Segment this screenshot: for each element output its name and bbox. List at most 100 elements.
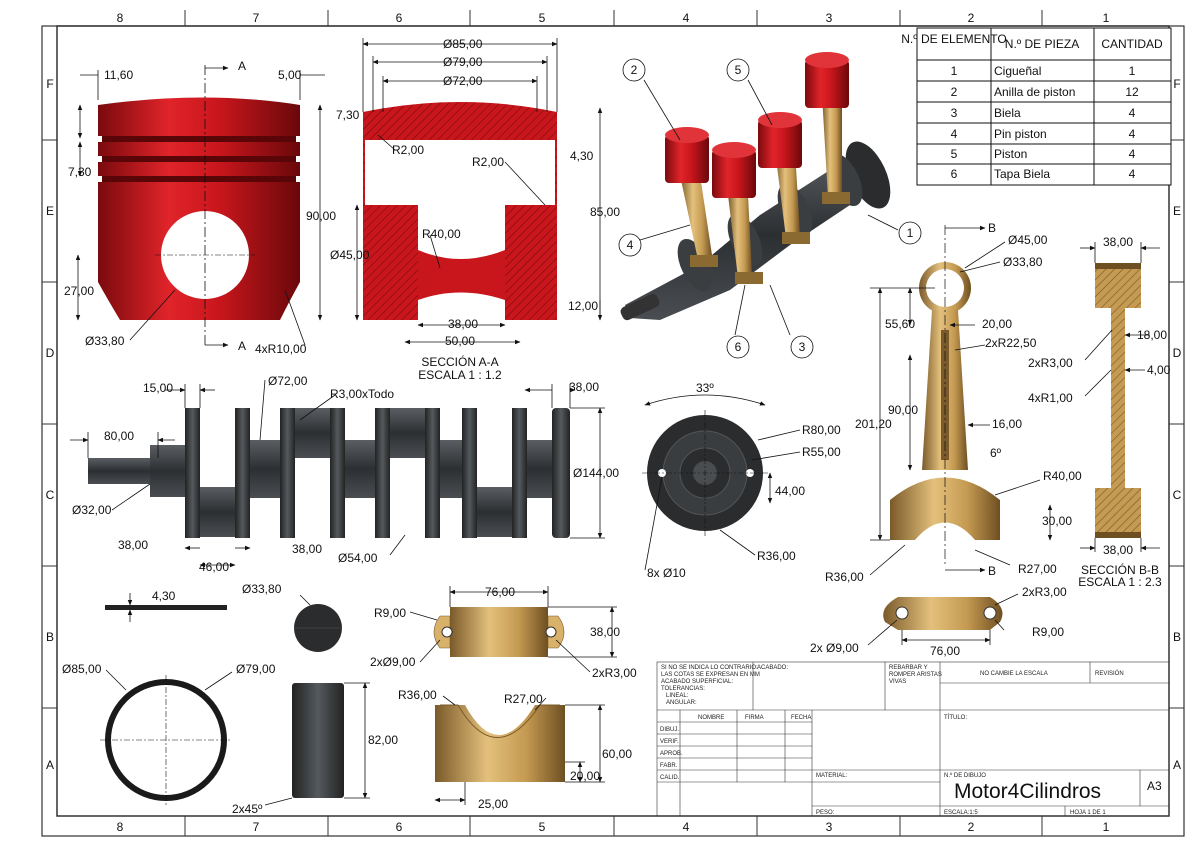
rod-cap-labels: 2xR3,00 R9,00 2x Ø9,00 76,00 <box>810 585 1067 658</box>
tb-note: LAS COTAS SE EXPRESAN EN MM <box>661 672 760 678</box>
dim-label: 18,00 <box>1137 328 1167 342</box>
dim-label: R27,00 <box>1018 562 1057 576</box>
tb-note: TOLERANCIAS: <box>661 686 705 692</box>
grid-col-label: 3 <box>826 820 833 834</box>
bom-cell: 4 <box>1129 167 1136 181</box>
grid-col-label: 1 <box>1103 820 1110 834</box>
dim-label: Ø85,00 <box>443 37 483 51</box>
tb-row: APROB. <box>660 751 683 757</box>
dim-label: 15,00 <box>143 381 173 395</box>
dim-label: 20,00 <box>982 317 1012 331</box>
bearing-cap-front-view <box>435 704 565 782</box>
tb-row: VERIF. <box>660 739 679 745</box>
section-aa-caption: SECCIÓN A-A <box>421 354 498 369</box>
piston-dim-labels: 11,60 5,00 7,30 90,00 27,00 Ø33,80 4xR10… <box>64 59 336 356</box>
balloon-numbers: 2 5 4 6 3 1 <box>627 63 914 354</box>
grid-row-label: E <box>1173 204 1181 218</box>
bearing-cap-top-view <box>433 607 565 657</box>
dim-label: 5,00 <box>278 68 302 82</box>
tb-peso: PESO: <box>816 810 835 816</box>
dim-label: 12,00 <box>568 299 598 313</box>
grid-ticks <box>42 10 1184 836</box>
section-aa-labels: Ø85,00 Ø79,00 Ø72,00 7,30 R2,00 R2,00 4,… <box>330 37 620 382</box>
dim-label: R27,00 <box>504 692 543 706</box>
bom-cell: 6 <box>951 167 958 181</box>
rod-cap-view <box>883 597 1003 630</box>
dim-label: 6º <box>990 446 1002 460</box>
dim-label: 38,00 <box>590 625 620 639</box>
section-bb-view <box>1095 263 1141 538</box>
bom-cell: 4 <box>1129 127 1136 141</box>
bom-cell: 12 <box>1125 85 1139 99</box>
dim-label: 38,00 <box>1103 543 1133 557</box>
connecting-rod-view <box>890 225 1000 565</box>
ring-dimensions <box>105 593 233 691</box>
dim-label: 76,00 <box>485 585 515 599</box>
balloon-label: 4 <box>627 238 634 252</box>
tb-material: MATERIAL: <box>816 773 848 779</box>
piston-ring-view <box>100 605 232 805</box>
dim-label: 55,60 <box>885 317 915 331</box>
dim-label: Ø45,00 <box>330 248 370 262</box>
tb-row: DIBUJ. <box>660 727 679 733</box>
dim-label: R80,00 <box>802 423 841 437</box>
grid-col-label: 5 <box>539 11 546 25</box>
tb-titulo: TÍTULO: <box>944 714 967 721</box>
tb-escala: ESCALA:1:5 <box>944 810 978 816</box>
conrod-dimensions <box>869 225 1053 576</box>
dim-label: 4xR1,00 <box>1028 391 1073 405</box>
tb-hoja: HOJA 1 DE 1 <box>1070 810 1106 816</box>
bom-header: N.º DE ELEMENTO <box>901 32 1007 46</box>
balloon-label: 2 <box>631 63 638 77</box>
flywheel-view <box>642 410 768 536</box>
grid-col-label: 4 <box>683 11 690 25</box>
tb-rebarbar: VIVAS <box>889 679 906 685</box>
grid-labels: 8 7 6 5 4 3 2 1 8 7 6 5 4 3 2 1 F E D C … <box>46 11 1182 834</box>
dim-label: 4,00 <box>1147 363 1171 377</box>
dim-label: Ø79,00 <box>236 662 276 676</box>
bom-cell: 4 <box>1129 106 1136 120</box>
dim-label: 25,00 <box>478 797 508 811</box>
dim-label: 7,30 <box>336 108 360 122</box>
flywheel-dimensions <box>644 394 801 571</box>
bom-cell: Pin piston <box>994 127 1047 141</box>
grid-col-label: 4 <box>683 820 690 834</box>
dim-label: 90,00 <box>888 403 918 417</box>
bearing-cap-top-dimensions <box>409 586 617 673</box>
grid-row-label: A <box>46 758 54 772</box>
grid-row-label: C <box>1173 488 1182 502</box>
bearing-cap-top-labels: 76,00 R9,00 38,00 2xØ9,00 2xR3,00 <box>370 585 637 680</box>
dim-label: 38,00 <box>1103 235 1133 249</box>
tb-row: FABR. <box>660 763 678 769</box>
ring-labels: 4,30 Ø85,00 Ø79,00 <box>62 589 276 676</box>
bom-cell: Tapa Biela <box>994 167 1050 181</box>
dim-label: 85,00 <box>590 205 620 219</box>
piston-front-view <box>98 65 300 345</box>
tb-note: SI NO SE INDICA LO CONTRARIO: <box>661 665 758 671</box>
inner-border <box>56 25 1170 817</box>
piston-dimensions <box>75 65 325 348</box>
dim-label: R2,00 <box>472 155 504 169</box>
section-bb-labels: 38,00 18,00 2xR3,00 4,00 4xR1,00 38,00 S… <box>1028 235 1171 589</box>
dim-label: R2,00 <box>392 143 424 157</box>
dim-label: Ø144,00 <box>573 466 619 480</box>
sheet-size: A3 <box>1147 779 1162 793</box>
grid-col-label: 2 <box>968 11 975 25</box>
balloon-label: 5 <box>735 63 742 77</box>
dim-label: Ø33,80 <box>1003 255 1043 269</box>
section-bb-caption: SECCIÓN B-B <box>1081 562 1159 577</box>
grid-row-label: E <box>46 204 54 218</box>
dim-label: 7,30 <box>68 165 92 179</box>
dim-label: 38,00 <box>569 380 599 394</box>
dim-label: Ø72,00 <box>268 374 308 388</box>
tb-col: NOMBRE <box>698 715 724 721</box>
grid-col-label: 6 <box>396 11 403 25</box>
dim-label: 38,00 <box>292 542 322 556</box>
dim-label: Ø45,00 <box>1008 233 1048 247</box>
dim-label: 2xØ9,00 <box>370 655 416 669</box>
bom-text: N.º DE ELEMENTO N.º DE PIEZA CANTIDAD 1 … <box>901 32 1163 181</box>
bearing-cap-front-dimensions <box>434 695 605 805</box>
dim-label: 80,00 <box>104 429 134 443</box>
